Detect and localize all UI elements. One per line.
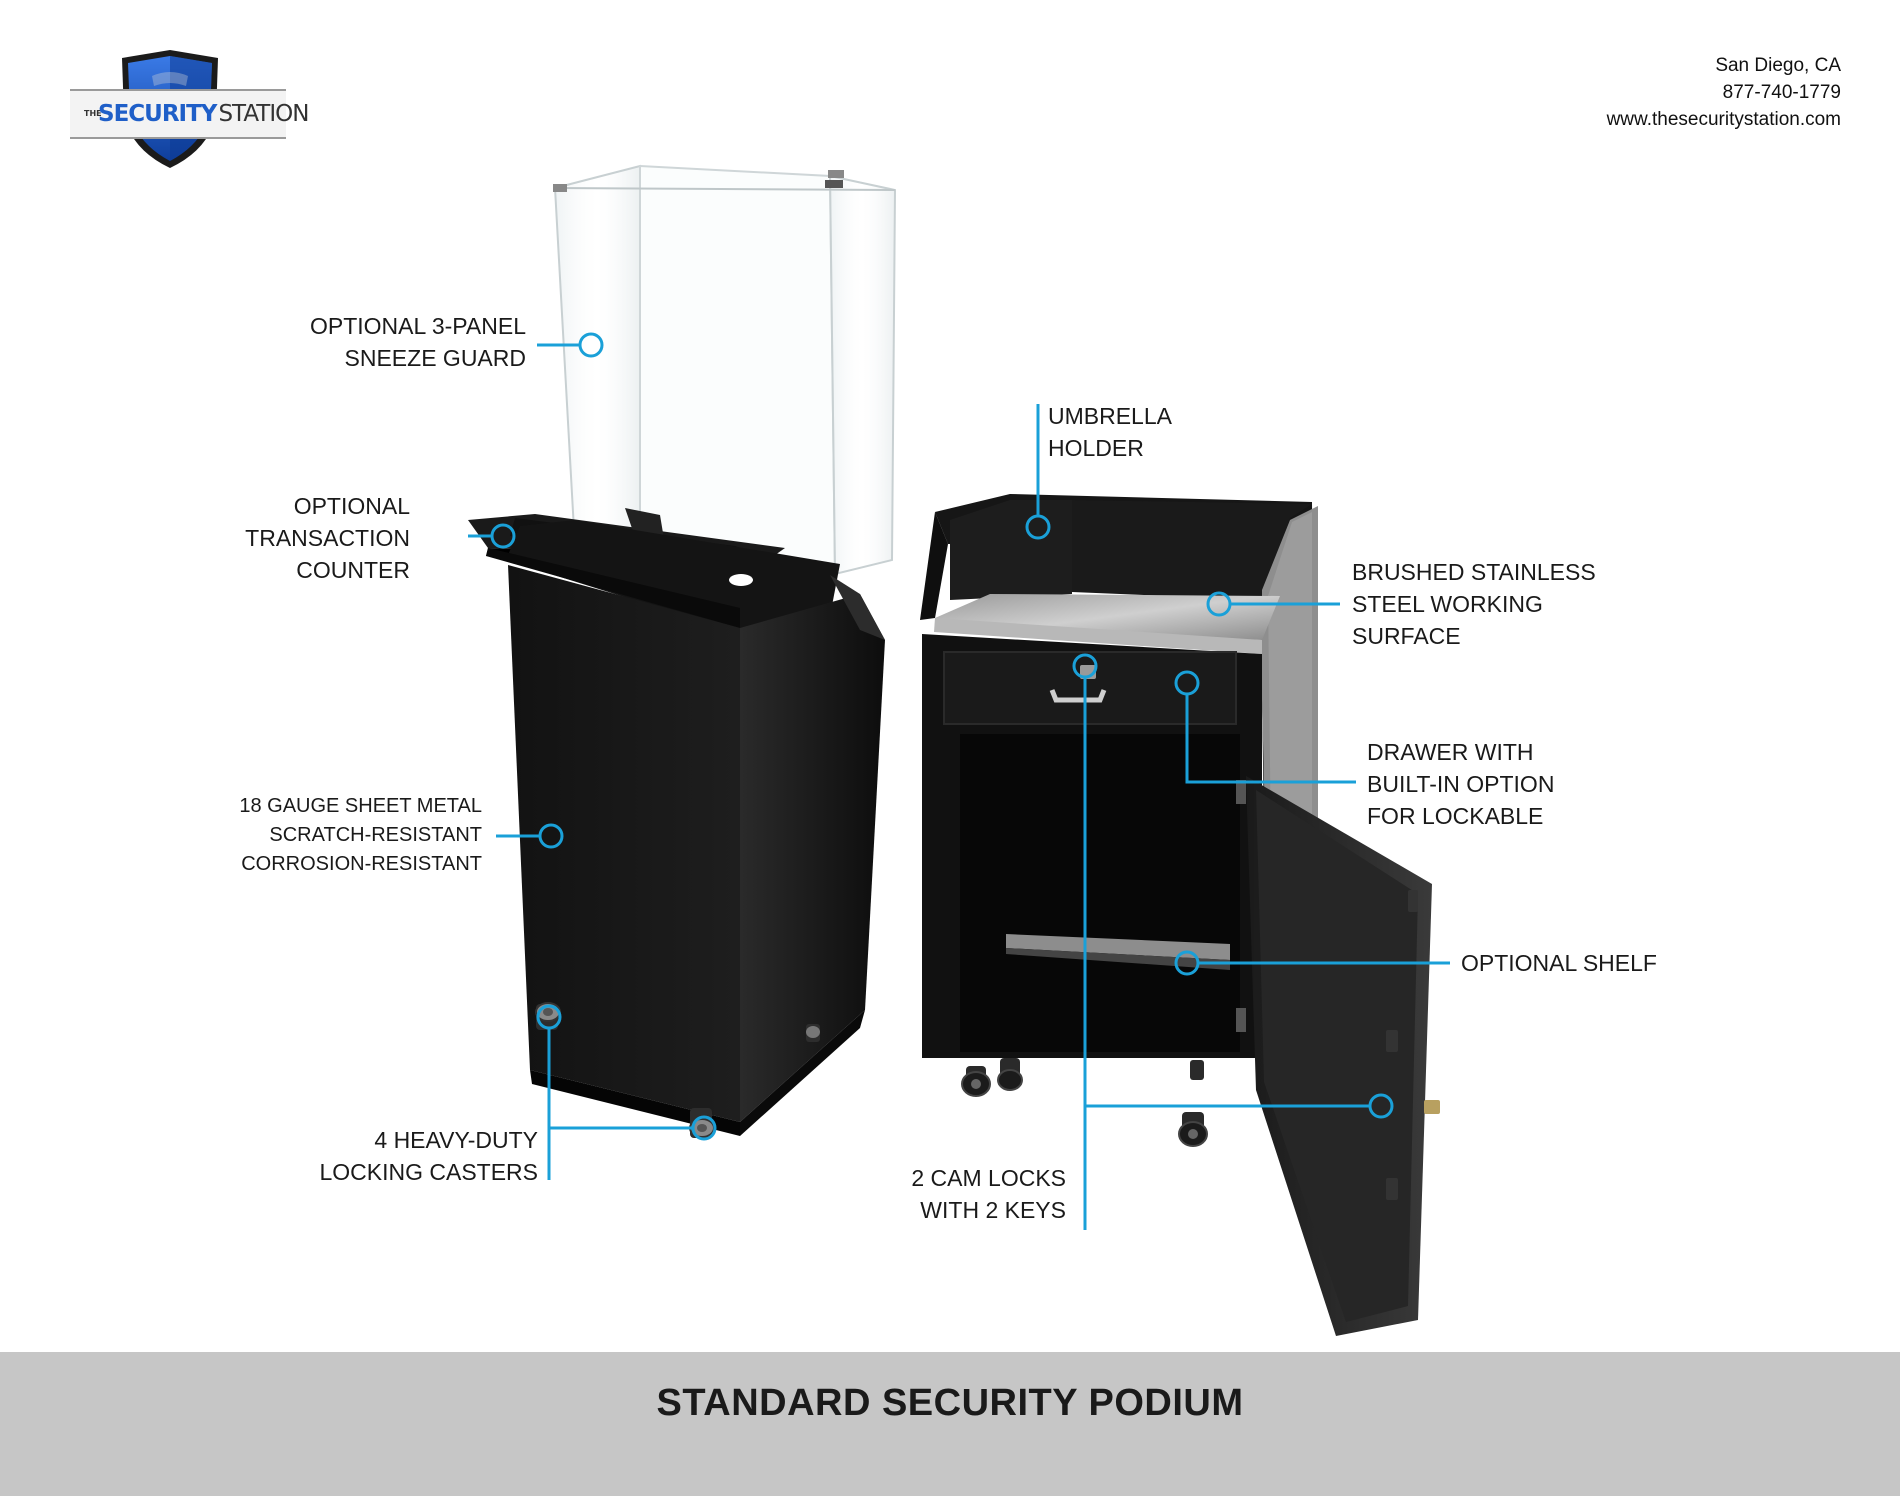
right-caster-left bbox=[961, 1066, 991, 1097]
podium-illustration bbox=[468, 164, 1450, 1336]
right-caster-right bbox=[1178, 1112, 1208, 1147]
callout-casters: 4 HEAVY-DUTY LOCKING CASTERS bbox=[300, 1124, 538, 1188]
left-podium-side-panel bbox=[740, 594, 885, 1122]
callout-line: UMBRELLA bbox=[1048, 403, 1172, 429]
callout-line: FOR LOCKABLE bbox=[1367, 803, 1544, 829]
callout-line: 4 HEAVY-DUTY bbox=[374, 1127, 538, 1153]
callout-sheet-metal: 18 GAUGE SHEET METAL SCRATCH-RESISTANT C… bbox=[200, 792, 482, 879]
contact-location: San Diego, CA bbox=[1715, 55, 1841, 76]
door-cam-lock-key bbox=[1424, 1100, 1440, 1114]
caster-rear bbox=[806, 1024, 820, 1042]
callout-sneeze-guard: OPTIONAL 3-PANEL SNEEZE GUARD bbox=[300, 310, 526, 374]
company-logo: THE SECURITY STATION bbox=[68, 46, 309, 172]
logo-the: THE bbox=[84, 109, 102, 118]
callout-line: BRUSHED STAINLESS bbox=[1352, 559, 1596, 585]
optional-shelf-edge bbox=[1006, 934, 1230, 960]
left-podium-front-panel bbox=[508, 565, 740, 1122]
callout-cam-locks: 2 CAM LOCKS WITH 2 KEYS bbox=[880, 1162, 1066, 1226]
footer-title: STANDARD SECURITY PODIUM bbox=[656, 1382, 1244, 1424]
marker-umbrella bbox=[1025, 514, 1051, 540]
left-podium bbox=[468, 164, 897, 1138]
callout-line: WITH 2 KEYS bbox=[920, 1197, 1066, 1223]
callout-line: 2 CAM LOCKS bbox=[911, 1165, 1066, 1191]
callout-line: SURFACE bbox=[1352, 623, 1461, 649]
right-caster-center bbox=[997, 1058, 1023, 1091]
marker-sheet-metal bbox=[538, 823, 564, 849]
callout-line: CORROSION-RESISTANT bbox=[241, 853, 482, 875]
logo-security: SECURITY bbox=[98, 101, 217, 127]
callout-umbrella: UMBRELLA HOLDER bbox=[1048, 400, 1172, 464]
callout-line: COUNTER bbox=[296, 557, 410, 583]
callout-line: STEEL WORKING bbox=[1352, 591, 1543, 617]
marker-stainless bbox=[1206, 591, 1232, 617]
callout-line: SCRATCH-RESISTANT bbox=[269, 824, 482, 846]
marker-sneeze-guard bbox=[578, 332, 604, 358]
cabinet-interior bbox=[960, 734, 1240, 1052]
callout-line: OPTIONAL 3-PANEL bbox=[309, 313, 526, 339]
right-podium bbox=[920, 494, 1440, 1336]
marker-transaction-counter bbox=[490, 523, 516, 549]
callout-line: SNEEZE GUARD bbox=[344, 345, 526, 371]
callout-line: HOLDER bbox=[1048, 435, 1144, 461]
drawer bbox=[943, 651, 1237, 725]
callout-stainless: BRUSHED STAINLESS STEEL WORKING SURFACE bbox=[1352, 556, 1596, 652]
logo-station: STATION bbox=[218, 101, 309, 127]
callout-drawer: DRAWER WITH BUILT-IN OPTION FOR LOCKABLE bbox=[1367, 736, 1554, 832]
callout-line: 18 GAUGE SHEET METAL bbox=[239, 795, 482, 817]
logo-wordmark: THE SECURITY STATION bbox=[84, 96, 309, 132]
callout-line: LOCKING CASTERS bbox=[319, 1159, 538, 1185]
contact-phone[interactable]: 877-740-1779 bbox=[1722, 82, 1841, 103]
footer-bar bbox=[0, 1352, 1900, 1496]
callout-line: OPTIONAL bbox=[293, 493, 410, 519]
callout-line: DRAWER WITH bbox=[1367, 739, 1534, 765]
shield-logo-icon bbox=[70, 50, 286, 168]
right-caster-rear bbox=[1190, 1060, 1204, 1080]
contact-website[interactable]: www.thesecuritystation.com bbox=[1606, 109, 1841, 130]
callout-line: TRANSACTION bbox=[245, 525, 410, 551]
leader-drawer bbox=[1185, 694, 1356, 784]
callout-shelf: OPTIONAL SHELF bbox=[1461, 947, 1657, 979]
callout-line: BUILT-IN OPTION bbox=[1367, 771, 1555, 797]
callout-leaders bbox=[468, 332, 1450, 1230]
callout-transaction-counter: OPTIONAL TRANSACTION COUNTER bbox=[230, 490, 410, 586]
sneeze-guard bbox=[553, 164, 897, 576]
contact-info: San Diego, CA 877-740-1779 www.thesecuri… bbox=[1607, 52, 1841, 133]
callout-line: OPTIONAL SHELF bbox=[1461, 950, 1657, 976]
drawer-handle bbox=[1049, 689, 1107, 703]
